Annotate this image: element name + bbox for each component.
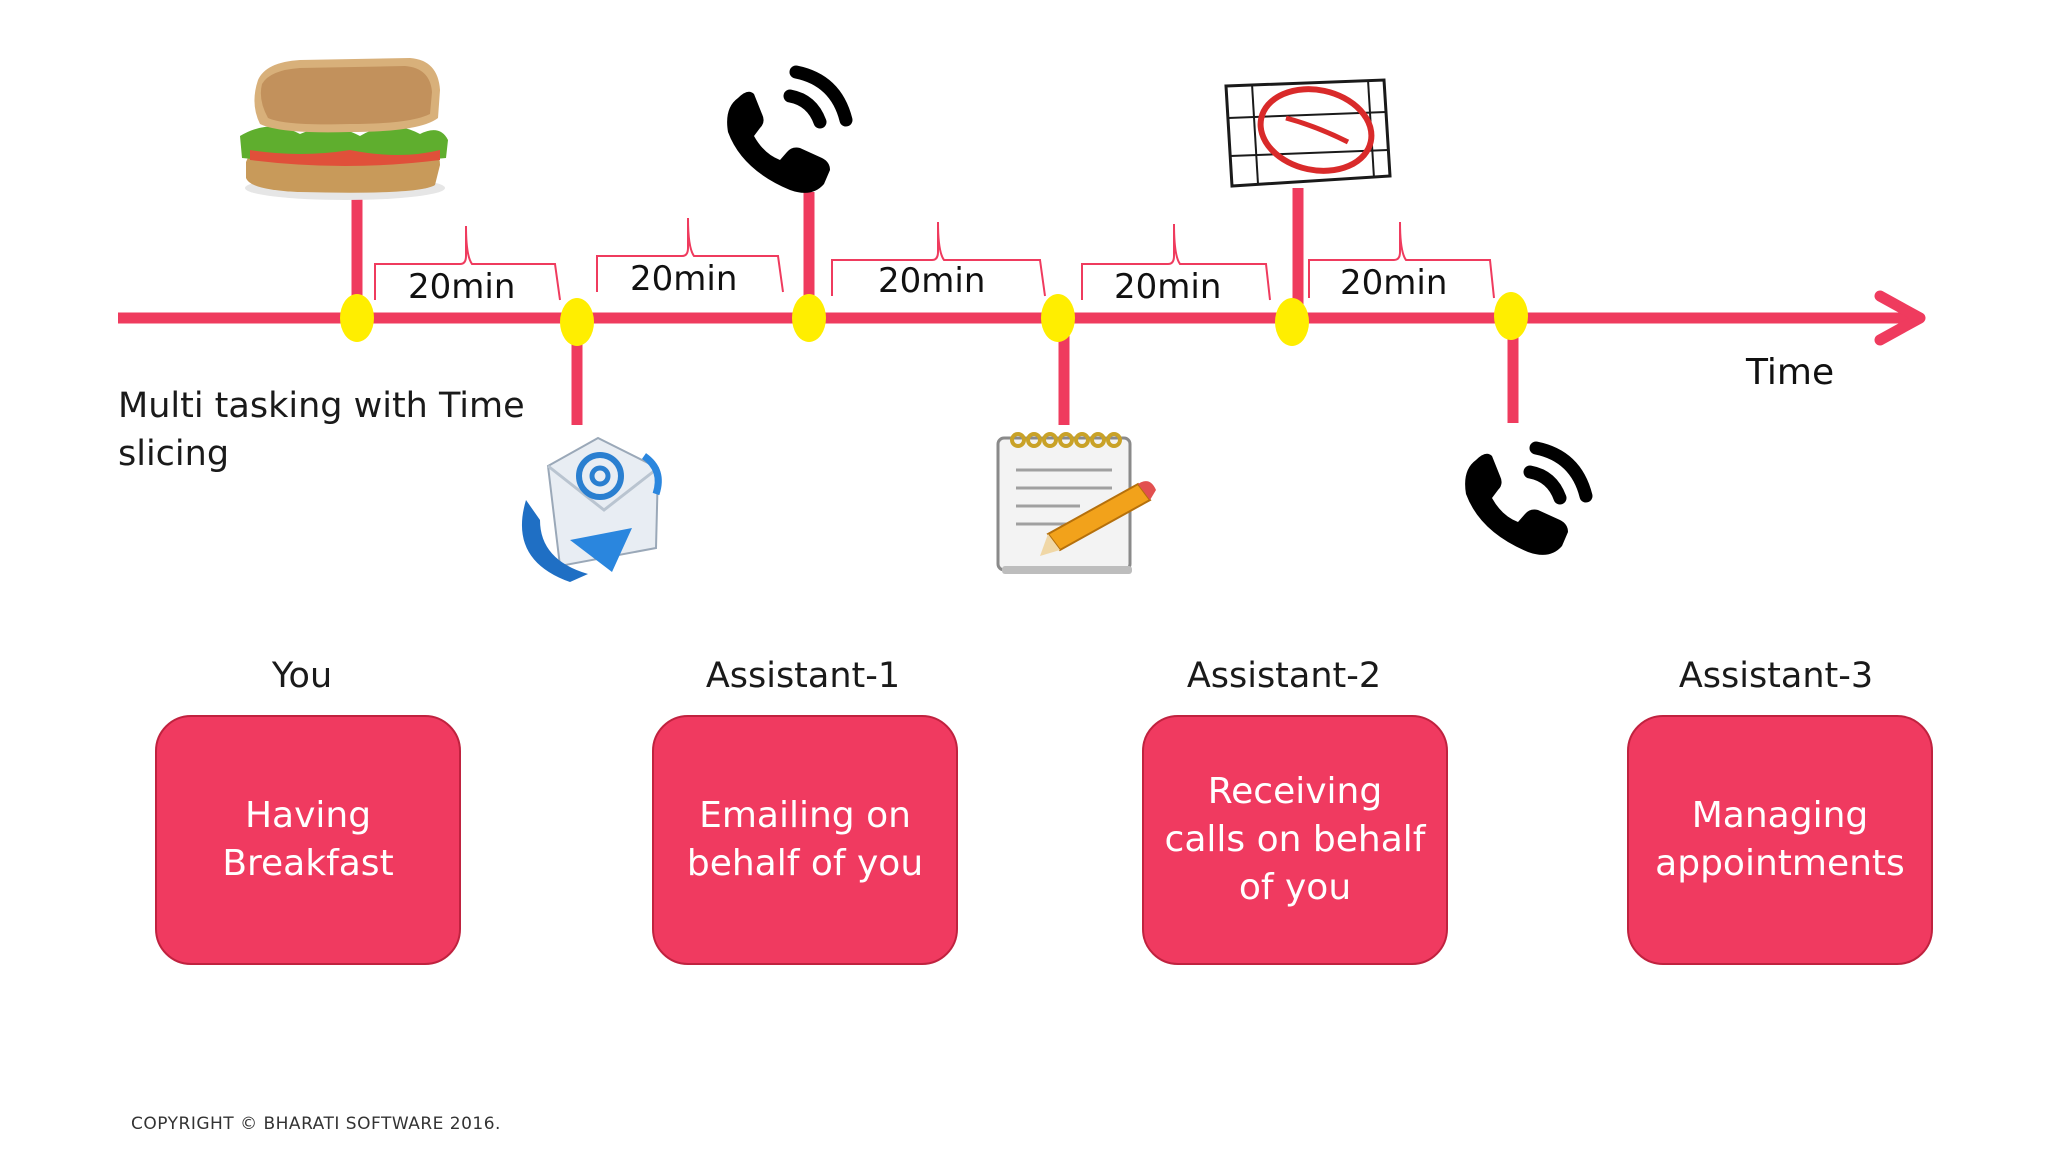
role-task: Managing appointments — [1655, 795, 1905, 884]
event-markers — [340, 292, 1528, 346]
role-task: Emailing on behalf of you — [686, 795, 924, 884]
role-box-assistant-1: Emailing on behalf of you — [652, 715, 958, 965]
diagram-subtitle: Multi tasking with Time slicing — [118, 386, 525, 474]
appointment-calendar-icon — [1224, 78, 1392, 188]
role-box-assistant-2: Receiving calls on behalf of you — [1142, 715, 1448, 965]
timeline-axis — [118, 290, 1926, 346]
interval-label: 20min — [408, 267, 515, 307]
notepad-pencil-icon — [996, 432, 1156, 574]
interval-labels: 20min 20min 20min 20min 20min — [408, 259, 1447, 307]
role-label-assistant-1: Assistant-1 — [705, 656, 901, 696]
role-task: Having Breakfast — [222, 795, 394, 884]
interval-label: 20min — [1340, 263, 1447, 303]
copyright-footer: COPYRIGHT © BHARATI SOFTWARE 2016. — [131, 1114, 501, 1134]
interval-label: 20min — [1114, 267, 1221, 307]
role-label-assistant-2: Assistant-2 — [1186, 656, 1382, 696]
phone-icon — [1465, 441, 1593, 555]
sandwich-icon — [240, 58, 448, 200]
role-box-assistant-3: Managing appointments — [1627, 715, 1933, 965]
role-label-assistant-3: Assistant-3 — [1678, 656, 1874, 696]
axis-label: Time — [1745, 352, 1834, 393]
role-label-you: You — [271, 656, 333, 696]
role-task: Receiving calls on behalf of you — [1164, 771, 1426, 908]
email-icon — [521, 436, 662, 582]
role-box-you: Having Breakfast — [155, 715, 461, 965]
interval-braces — [374, 217, 1495, 301]
interval-label: 20min — [878, 261, 985, 301]
phone-icon — [727, 65, 853, 193]
interval-label: 20min — [630, 259, 737, 299]
